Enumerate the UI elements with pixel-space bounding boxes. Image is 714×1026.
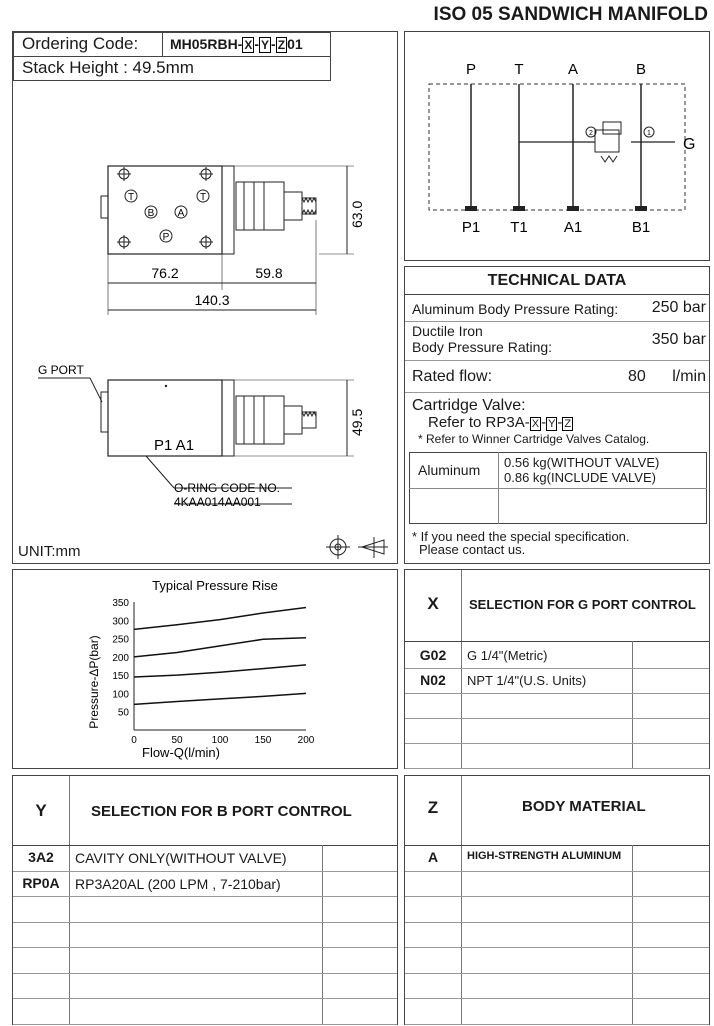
svg-text:B: B [636, 61, 646, 78]
y-heading: SELECTION FOR B PORT CONTROL [91, 803, 352, 820]
dim-height-top: 63.0 [349, 201, 365, 228]
manifold-drawing: T B A T P 63.0 76.2 59.8 140.3 P1 A1 49.… [38, 165, 388, 559]
x-tick-label: 0 [131, 735, 137, 746]
z-key: Z [427, 798, 439, 817]
cartridge-ref: Refer to RP3A-X-Y-Z [428, 414, 574, 431]
drawing-panel [12, 31, 398, 564]
port-letter: P [163, 232, 170, 243]
port-letter: T [128, 192, 134, 203]
y-tick-label: 150 [112, 671, 129, 682]
y-tick-label: 100 [112, 689, 129, 700]
row-code: A [427, 849, 439, 865]
projection-symbol-icon [326, 535, 388, 559]
y-selection-panel [12, 775, 398, 1025]
svg-text:2: 2 [589, 130, 593, 137]
alu-rating-label: Aluminum Body Pressure Rating: [412, 301, 619, 317]
ordering-code-label: Ordering Code: [22, 34, 139, 53]
special-note-2: Please contact us. [419, 542, 526, 557]
x-key: X [427, 594, 439, 613]
flow-value: 80 [628, 368, 646, 385]
row-desc: HIGH-STRENGTH ALUMINUM [467, 850, 622, 862]
y-tick-label: 250 [112, 635, 129, 646]
flow-unit: l/min [672, 368, 706, 385]
series-line [133, 606, 307, 631]
svg-text:A: A [568, 61, 578, 78]
x-heading: SELECTION FOR G PORT CONTROL [469, 597, 696, 612]
g-port-label: G [683, 136, 695, 153]
series-line [133, 692, 307, 706]
weight-1: 0.56 kg(WITHOUT VALVE) [504, 455, 660, 470]
cartridge-note: * Refer to Winner Cartridge Valves Catal… [418, 432, 650, 446]
dim-height-side: 49.5 [349, 409, 365, 436]
row-code: G02 [419, 647, 447, 663]
cartridge-label: Cartridge Valve: [412, 397, 526, 414]
y-tick-label: 350 [112, 598, 129, 609]
weight-2: 0.86 kg(INCLUDE VALVE) [504, 470, 656, 485]
oring-code: 4KAA014AA001 [174, 495, 261, 509]
dim-total: 140.3 [194, 292, 229, 308]
pressure-rise-chart: Typical Pressure Rise Flow-Q(l/min) Pres… [87, 578, 315, 760]
z-heading: BODY MATERIAL [522, 798, 646, 815]
schematic-panel [404, 31, 710, 261]
stack-height: Stack Height : 49.5mm [22, 58, 194, 77]
svg-text:B1: B1 [632, 219, 650, 236]
svg-text:1: 1 [647, 130, 651, 137]
y-key: Y [35, 801, 47, 820]
row-desc: G 1/4"(Metric) [467, 648, 548, 663]
row-desc: NPT 1/4"(U.S. Units) [467, 673, 587, 688]
y-tick-label: 200 [112, 653, 129, 664]
chart-title: Typical Pressure Rise [152, 578, 278, 593]
chart-ylabel: Pressure-ΔP(bar) [87, 635, 101, 728]
z-selection-panel [404, 775, 710, 1025]
x-tick-label: 150 [255, 735, 272, 746]
technical-title: TECHNICAL DATA [487, 272, 627, 289]
series-line [133, 664, 307, 678]
code-y-box: Y [259, 37, 272, 53]
technical-data-panel [404, 266, 710, 564]
x-tick-label: 100 [212, 735, 229, 746]
svg-text:P1: P1 [462, 219, 480, 236]
y-tick-label: 300 [112, 616, 129, 627]
x-tick-label: 200 [298, 735, 315, 746]
row-desc: CAVITY ONLY(WITHOUT VALVE) [75, 850, 287, 866]
svg-text:T: T [514, 61, 523, 78]
ductile-label-2: Body Pressure Rating: [412, 339, 553, 355]
stack-height-row [13, 56, 331, 81]
row-desc: RP3A20AL (200 LPM , 7-210bar) [75, 875, 281, 892]
g-port-label: G PORT [38, 363, 84, 377]
chart-xlabel: Flow-Q(l/min) [142, 745, 220, 760]
code-z-box: Z [275, 37, 288, 53]
special-note-1: * If you need the special specification. [412, 529, 630, 544]
dim-width-right: 59.8 [255, 265, 282, 281]
svg-text:T1: T1 [510, 219, 528, 236]
alu-rating-value: 250 bar [651, 299, 706, 316]
series-line [133, 637, 307, 658]
flow-label: Rated flow: [412, 368, 493, 385]
oring-label: O-RING CODE NO. [174, 481, 280, 495]
row-code: 3A2 [28, 849, 54, 865]
hydraulic-schematic: 2 1 G P T A B P1 T1 A1 B1 [428, 61, 695, 236]
row-code: RP0A [22, 874, 60, 891]
mount-hole-icons [117, 167, 213, 249]
unit-label: UNIT:mm [18, 543, 81, 560]
y-tick-label: 50 [118, 708, 130, 719]
weight-material: Aluminum [418, 462, 481, 478]
code-x-box: X [242, 37, 255, 53]
row-code: N02 [420, 672, 446, 688]
port-letter: B [148, 208, 155, 219]
port-letter: T [200, 192, 206, 203]
page-title: ISO 05 SANDWICH MANIFOLD [433, 4, 708, 25]
chart-panel [12, 569, 398, 769]
svg-text:P: P [466, 61, 476, 78]
ductile-label-1: Ductile Iron [412, 323, 483, 339]
port-letter: A [178, 208, 185, 219]
dim-width-left: 76.2 [151, 265, 178, 281]
side-ports: P1 A1 [154, 437, 194, 454]
x-tick-label: 50 [171, 735, 183, 746]
ductile-value: 350 bar [651, 331, 706, 348]
svg-text:A1: A1 [564, 219, 582, 236]
